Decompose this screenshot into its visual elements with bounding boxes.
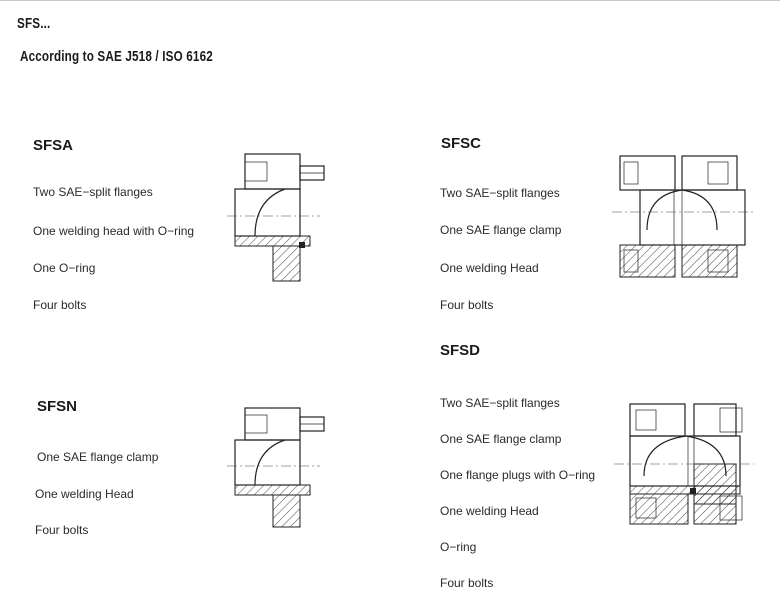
sfsd-item-6: Four bolts <box>440 576 494 590</box>
sfsd-item-3: One flange plugs with O−ring <box>440 468 596 482</box>
sfsa-assembly-drawing <box>227 153 325 282</box>
sfsa-item-4: Four bolts <box>33 298 87 312</box>
page-title: SFS... <box>17 15 51 32</box>
sfsd-item-1: Two SAE−split flanges <box>440 396 560 410</box>
sfsc-item-2: One SAE flange clamp <box>440 223 562 237</box>
sfsn-item-3: Four bolts <box>35 523 89 537</box>
sfsa-item-2: One welding head with O−ring <box>33 224 195 238</box>
sfsd-item-5: O−ring <box>440 540 477 554</box>
sfsa-item-1: Two SAE−split flanges <box>33 185 153 199</box>
sfsa-item-3: One O−ring <box>33 261 96 275</box>
sfsd-item-2: One SAE flange clamp <box>440 432 562 446</box>
sfsc-item-1: Two SAE−split flanges <box>440 186 560 200</box>
sfsn-assembly-drawing <box>227 407 325 528</box>
sfsn-item-2: One welding Head <box>35 487 134 501</box>
sfsc-item-4: Four bolts <box>440 298 494 312</box>
section-title-sfsd: SFSD <box>440 342 481 359</box>
section-title-sfsa: SFSA <box>33 137 74 154</box>
sfsc-item-3: One welding Head <box>440 261 539 275</box>
top-divider <box>0 0 780 1</box>
sfsd-assembly-drawing <box>614 403 754 525</box>
page-subtitle: According to SAE J518 / ISO 6162 <box>20 48 213 65</box>
section-title-sfsc: SFSC <box>441 135 482 152</box>
section-title-sfsn: SFSN <box>37 398 78 415</box>
sfsn-item-1: One SAE flange clamp <box>37 450 159 464</box>
sfsc-assembly-drawing <box>612 155 754 278</box>
sfsd-item-4: One welding Head <box>440 504 539 518</box>
